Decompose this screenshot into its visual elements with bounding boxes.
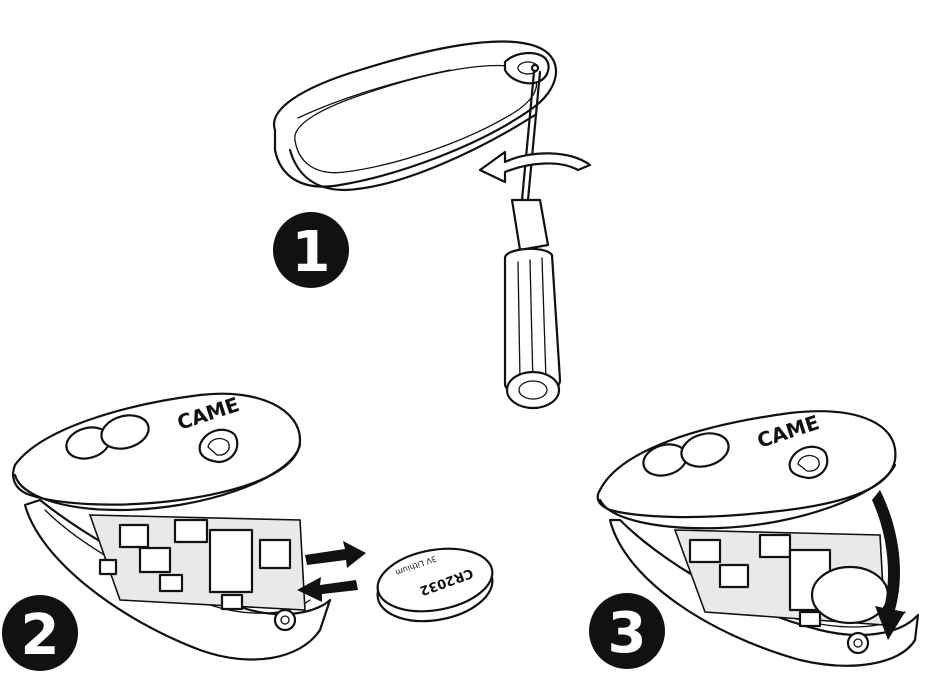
- step2-badge: 2: [2, 595, 78, 671]
- battery-icon: CR2032 3V Lithium: [376, 547, 494, 623]
- step1-badge: 1: [273, 212, 349, 288]
- step2-remote-open: CAME: [12, 392, 332, 661]
- remove-arrow-icon: [297, 577, 358, 602]
- rotate-arrow-icon: [478, 150, 592, 184]
- step1-remote-back-cover: [272, 40, 558, 192]
- step3-number: 3: [608, 601, 647, 666]
- screwdriver-icon: [503, 70, 562, 410]
- step3-badge: 3: [589, 593, 665, 669]
- step1-number: 1: [292, 220, 331, 285]
- step3-remote-closing: CAME: [596, 410, 920, 667]
- insert-arrow-icon: [305, 541, 366, 568]
- close-arrow-icon: [872, 490, 905, 640]
- step2-number: 2: [21, 603, 60, 668]
